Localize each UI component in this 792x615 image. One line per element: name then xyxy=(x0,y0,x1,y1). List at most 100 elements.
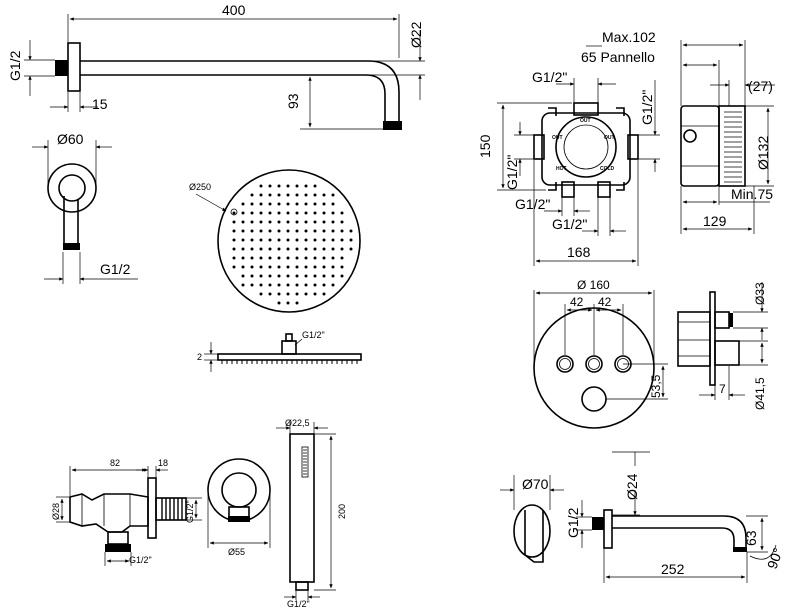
nozzle-dot xyxy=(259,265,263,269)
control-side-body xyxy=(677,311,711,367)
nozzle-dot xyxy=(241,247,245,251)
nozzle-dot xyxy=(232,238,236,242)
nozzle-dot xyxy=(241,265,245,269)
nozzle-dot xyxy=(340,220,344,224)
nozzle-dot xyxy=(331,247,335,251)
nozzle-dot xyxy=(313,211,317,215)
elbow-body xyxy=(69,493,149,533)
nozzle-dot xyxy=(286,274,290,278)
spout-flange-front xyxy=(513,504,551,558)
nozzle-dot xyxy=(277,292,281,296)
control-base-diameter-label: Ø41,5 xyxy=(753,377,767,410)
shower-head-connector xyxy=(281,340,297,355)
elbow-diameter-label: Ø28 xyxy=(51,503,61,520)
spout-flange-diameter-label: Ø70 xyxy=(522,476,549,492)
nozzle-dot xyxy=(331,202,335,206)
nozzle-dot xyxy=(295,184,299,188)
nozzle-dot xyxy=(232,256,236,260)
nozzle-dot xyxy=(322,202,326,206)
nozzle-dot xyxy=(250,247,254,251)
mixer-width-label: 168 xyxy=(567,244,591,260)
side-depth-27-label: (27) xyxy=(748,78,773,94)
nozzle-dot xyxy=(295,274,299,278)
nozzle-dot xyxy=(259,211,263,215)
spout-aerator xyxy=(733,547,747,552)
nozzle-dot xyxy=(286,193,290,197)
nozzle-dot xyxy=(322,193,326,197)
mixer-outlet-bottom-right-label: G1/2" xyxy=(552,216,587,232)
nozzle-dot xyxy=(322,229,326,233)
nozzle-dot xyxy=(268,193,272,197)
hand-shower-connector xyxy=(295,581,309,591)
elbow-thread-bottom xyxy=(105,544,131,552)
nozzle-dot xyxy=(259,220,263,224)
nozzle-dot xyxy=(286,247,290,251)
port-label-out-left: OUT xyxy=(552,135,563,141)
arm-head-connector xyxy=(383,121,402,130)
nozzle-dot xyxy=(268,247,272,251)
nozzle-dot xyxy=(295,301,299,305)
spout-tube xyxy=(612,515,747,548)
nozzle-dot xyxy=(340,256,344,260)
nozzle-dot xyxy=(232,220,236,224)
plate-diameter-label: Ø 160 xyxy=(577,278,610,292)
nozzle-dot xyxy=(232,265,236,269)
arm-thread-stub xyxy=(55,60,68,76)
nozzle-dot xyxy=(313,292,317,296)
nozzle-dot xyxy=(304,229,308,233)
nozzle-dot xyxy=(340,265,344,269)
nozzle-dot xyxy=(304,184,308,188)
nozzle-dot xyxy=(259,256,263,260)
nozzle-dot xyxy=(295,211,299,215)
nozzle-dot xyxy=(340,229,344,233)
flange-diameter-label: Ø60 xyxy=(57,131,84,147)
nozzle-dot xyxy=(268,256,272,260)
mixer-outlet-bottom-left xyxy=(561,181,575,198)
spout-wall-flange xyxy=(603,509,613,549)
nozzle-dot xyxy=(259,247,263,251)
nozzle-dot xyxy=(250,283,254,287)
nozzle-dot xyxy=(322,256,326,260)
elbow-length-label: 82 xyxy=(110,458,120,468)
nozzle-dot xyxy=(286,202,290,206)
nozzle-dot xyxy=(295,265,299,269)
nozzle-dot xyxy=(241,202,245,206)
nozzle-dot xyxy=(241,220,245,224)
nozzle-dot xyxy=(259,184,263,188)
nozzle-dot xyxy=(259,283,263,287)
flange-inner-circle xyxy=(58,174,86,202)
control-button-left xyxy=(556,355,574,373)
arm-drop-label: 93 xyxy=(285,93,301,109)
rosette-diameter-label: Ø55 xyxy=(228,547,245,557)
nozzle-dot xyxy=(268,220,272,224)
spout-thread-label: G1/2 xyxy=(565,507,581,538)
arm-diameter-label: Ø22 xyxy=(408,21,424,48)
nozzle-dot xyxy=(277,211,281,215)
shower-head-profile-nozzles xyxy=(221,360,358,364)
hand-shower-view: Ø22,5 200 G1/2" xyxy=(276,418,347,609)
nozzle-dot xyxy=(304,283,308,287)
nozzle-dot xyxy=(232,211,236,215)
spout-angle-label: 90° xyxy=(764,546,786,571)
plate-spacing-left-label: 42 xyxy=(570,295,584,309)
shower-head-thread-label: G1/2" xyxy=(302,330,325,340)
control-knob xyxy=(581,386,607,412)
hand-shower-length-label: 200 xyxy=(337,504,347,519)
shower-head-plate xyxy=(217,169,361,313)
arm-wall-flange xyxy=(67,42,81,92)
nozzle-dot xyxy=(313,229,317,233)
port-label-out-right: OUT xyxy=(604,135,615,141)
nozzle-dot xyxy=(304,274,308,278)
port-label-hot: HOT xyxy=(556,166,567,172)
nozzle-dot xyxy=(268,211,272,215)
control-plate-view: Ø 160 42 42 53,5 Ø33 Ø41,5 7 xyxy=(533,278,768,429)
shower-head-profile xyxy=(217,353,362,361)
elbow-thread-right-label: G1/2" xyxy=(185,500,195,523)
nozzle-dot xyxy=(313,220,317,224)
hand-shower-diameter-label: Ø22,5 xyxy=(285,418,310,428)
nozzle-dot xyxy=(331,229,335,233)
side-panel-ribs xyxy=(724,111,742,183)
shower-head-diameter-label: Ø250 xyxy=(189,182,211,192)
nozzle-dot xyxy=(340,238,344,242)
nozzle-dot xyxy=(331,256,335,260)
